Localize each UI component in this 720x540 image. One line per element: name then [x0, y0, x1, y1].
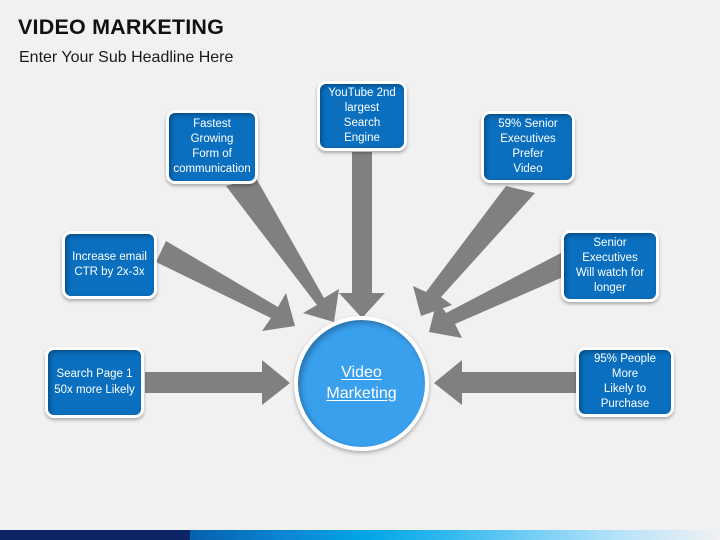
arrow-from-youtube-search	[339, 152, 385, 318]
fact-box-increase-email-ctr[interactable]: Increase email CTR by 2x-3x	[62, 231, 157, 299]
arrow-from-senior-prefer-video	[413, 186, 535, 316]
accent-bar-gradient-segment	[190, 530, 720, 540]
arrow-from-fastest-growing	[226, 178, 339, 322]
arrow-from-people-purchase	[434, 360, 578, 405]
fact-box-people-purchase[interactable]: 95% People More Likely to Purchase	[576, 347, 674, 417]
fact-box-search-page-one[interactable]: Search Page 1 50x more Likely	[45, 347, 144, 418]
bottom-accent-bar	[0, 530, 720, 540]
arrow-from-increase-email-ctr	[156, 241, 295, 331]
center-node-video-marketing[interactable]: Video Marketing	[294, 316, 429, 451]
fact-box-senior-watch-longer[interactable]: Senior Executives Will watch for longer	[561, 230, 659, 302]
page-subtitle: Enter Your Sub Headline Here	[19, 49, 234, 66]
fact-box-fastest-growing[interactable]: Fastest Growing Form of communication	[166, 110, 258, 184]
page-title: VIDEO MARKETING	[18, 15, 225, 39]
arrow-from-search-page-one	[145, 360, 290, 405]
fact-box-youtube-search[interactable]: YouTube 2nd largest Search Engine	[317, 81, 407, 151]
arrow-from-senior-watch-longer	[429, 253, 570, 338]
fact-box-senior-prefer-video[interactable]: 59% Senior Executives Prefer Video	[481, 111, 575, 183]
accent-bar-navy-segment	[0, 530, 190, 540]
